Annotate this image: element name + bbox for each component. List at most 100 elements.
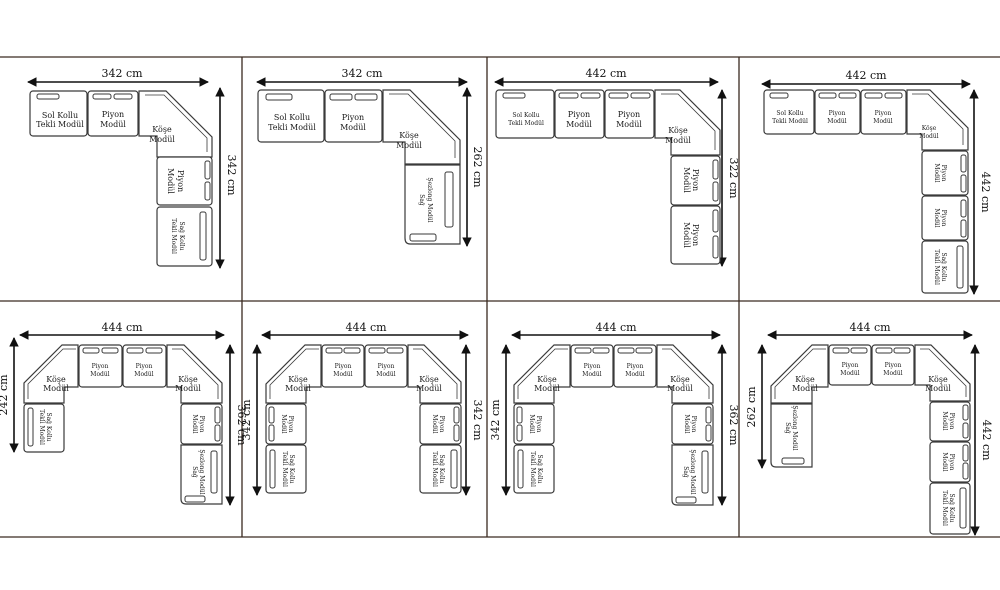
svg-text:Modül: Modül [90,371,109,378]
svg-text:Köşe: Köşe [668,126,688,135]
panel-2: 342 cm 262 cm Sol Kollu Tekli Modül Piyo… [256,67,484,247]
left-depth-dimension: 342 cm [489,399,502,441]
sag-kollu-tekli-module: Sağ Kollu Tekli Modül [265,444,307,494]
svg-text:Köşe: Köşe [537,375,557,384]
svg-text:Köşe: Köşe [795,375,815,384]
svg-text:Piyon: Piyon [287,416,294,433]
svg-text:Modül: Modül [396,141,422,150]
svg-text:Modül: Modül [883,370,902,377]
svg-text:Sağ Kollu: Sağ Kollu [940,252,947,281]
sag-kollu-tekli-module: Sağ Kollu Tekli Modül [513,444,555,494]
left-depth-dimension: 242 cm [0,374,10,416]
svg-text:Modül: Modül [333,371,352,378]
piyon-module-vertical-left: Piyon Modül [513,403,555,445]
piyon-module-vertical-2: Piyon Modül [921,195,969,241]
kose-module-left: Köşe Modül [23,344,79,404]
piyon-module-vertical: Piyon Modül [156,156,213,206]
svg-text:Sağ: Sağ [682,466,689,478]
svg-text:Modül: Modül [925,384,951,393]
svg-text:Tekli Modül: Tekli Modül [268,123,316,132]
panel-4: 442 cm 442 cm Sol Kollu Tekli Modül Piyo… [761,69,992,295]
svg-text:Modül: Modül [941,411,948,430]
piyon-module-1: Piyon Modül [814,89,861,135]
svg-text:Sağ Kollu: Sağ Kollu [288,454,295,483]
svg-text:Modül: Modül [827,118,846,125]
kose-module-right: Köşe Modül [166,344,223,404]
width-dimension: 342 cm [341,67,383,80]
piyon-module-vertical: Piyon Modül [180,403,223,445]
left-depth-dimension: 342 cm [240,399,253,441]
sol-kollu-tekli-module: Sol Kollu Tekli Modül [29,90,88,137]
svg-text:Modül: Modül [534,384,560,393]
piyon-module-2: Piyon Modül [871,344,915,386]
piyon-module-vertical-2: Piyon Modül [929,441,971,483]
svg-text:Köşe: Köşe [922,125,937,132]
svg-text:Modül: Modül [280,414,287,433]
svg-text:Tekli Modül: Tekli Modül [508,120,544,127]
piyon-module-2: Piyon Modül [604,89,655,139]
svg-text:Piyon: Piyon [198,416,205,433]
svg-text:Piyon: Piyon [948,413,955,430]
piyon-module-2: Piyon Modül [364,344,408,388]
svg-text:Tekli Modül: Tekli Modül [933,249,940,285]
piyon-module-vertical-left: Piyon Modül [265,403,307,445]
svg-text:Modül: Modül [285,384,311,393]
svg-text:Tekli Modül: Tekli Modül [529,451,536,487]
piyon-module-2: Piyon Modül [860,89,907,135]
panel-7: 444 cm 342 cm 362 cm Köşe Modül Piyon Mo… [489,321,740,506]
right-depth-dimension: 362 cm [235,404,248,446]
svg-text:Sağ: Sağ [784,422,791,434]
svg-text:Piyon: Piyon [584,363,601,370]
svg-text:Modül: Modül [873,118,892,125]
svg-text:Piyon: Piyon [948,454,955,471]
kose-module: Köşe Modül [906,89,969,151]
svg-text:Köşe: Köşe [928,375,948,384]
svg-text:Piyon: Piyon [618,110,640,119]
sag-kollu-tekli-module: Sağ Kollu Tekli Modül [156,206,213,267]
depth-dimension: 442 cm [979,171,992,213]
svg-text:Modül: Modül [528,414,535,433]
piyon-module-1: Piyon Modül [78,344,123,388]
svg-text:Piyon: Piyon [176,170,185,192]
right-depth-dimension: 362 cm [727,404,740,446]
sezlong-module-left: Şezlong Modül Sağ [770,403,813,468]
svg-text:Modül: Modül [566,120,592,129]
svg-text:Sağ Kollu: Sağ Kollu [536,454,543,483]
svg-text:Piyon: Piyon [691,224,700,246]
svg-text:Piyon: Piyon [875,110,892,117]
svg-text:Piyon: Piyon [438,416,445,433]
svg-text:Tekli Modül: Tekli Modül [170,218,177,254]
svg-text:Piyon: Piyon [378,363,395,370]
kose-module: Köşe Modül [654,89,721,156]
svg-text:Köşe: Köşe [399,131,419,140]
svg-text:Modül: Modül [625,371,644,378]
panel-1: 342 cm 342 cm Sol Kollu Tekli Modül Piyo… [27,67,238,269]
svg-text:Piyon: Piyon [136,363,153,370]
panel-5: 444 cm 242 cm 362 cm Köşe Modül Sağ Koll… [0,321,248,506]
width-dimension: 444 cm [849,321,891,334]
width-dimension: 442 cm [845,69,887,82]
svg-text:Sağ Kollu: Sağ Kollu [948,493,955,522]
panel-grid [0,56,1000,538]
svg-text:Modül: Modül [792,384,818,393]
svg-text:Köşe: Köşe [419,375,439,384]
depth-dimension: 322 cm [727,157,740,199]
kose-module-right: Köşe Modül [407,344,462,404]
svg-text:Piyon: Piyon [940,165,947,182]
svg-text:Modül: Modül [933,163,940,182]
piyon-module-vertical-1: Piyon Modül [929,401,971,442]
kose-module: Köşe Modül [138,90,213,158]
svg-text:Modül: Modül [340,123,366,132]
svg-text:Modül: Modül [376,371,395,378]
svg-text:Modül: Modül [100,120,126,129]
svg-text:Modül: Modül [134,371,153,378]
piyon-module-1: Piyon Modül [321,344,365,388]
sag-kollu-tekli-module-right: Sağ Kollu Tekli Modül [419,444,462,494]
panel-3: 442 cm 322 cm Sol Kollu Tekli Modül Piyo… [494,67,740,267]
sol-kollu-tekli-module: Sol Kollu Tekli Modül [495,89,555,139]
sezlong-module: Şezlong Modül Sağ [404,164,461,245]
svg-text:Piyon: Piyon [829,110,846,117]
svg-text:Tekli Modül: Tekli Modül [772,118,808,125]
svg-text:Sol Kollu: Sol Kollu [512,112,539,119]
width-dimension: 444 cm [345,321,387,334]
